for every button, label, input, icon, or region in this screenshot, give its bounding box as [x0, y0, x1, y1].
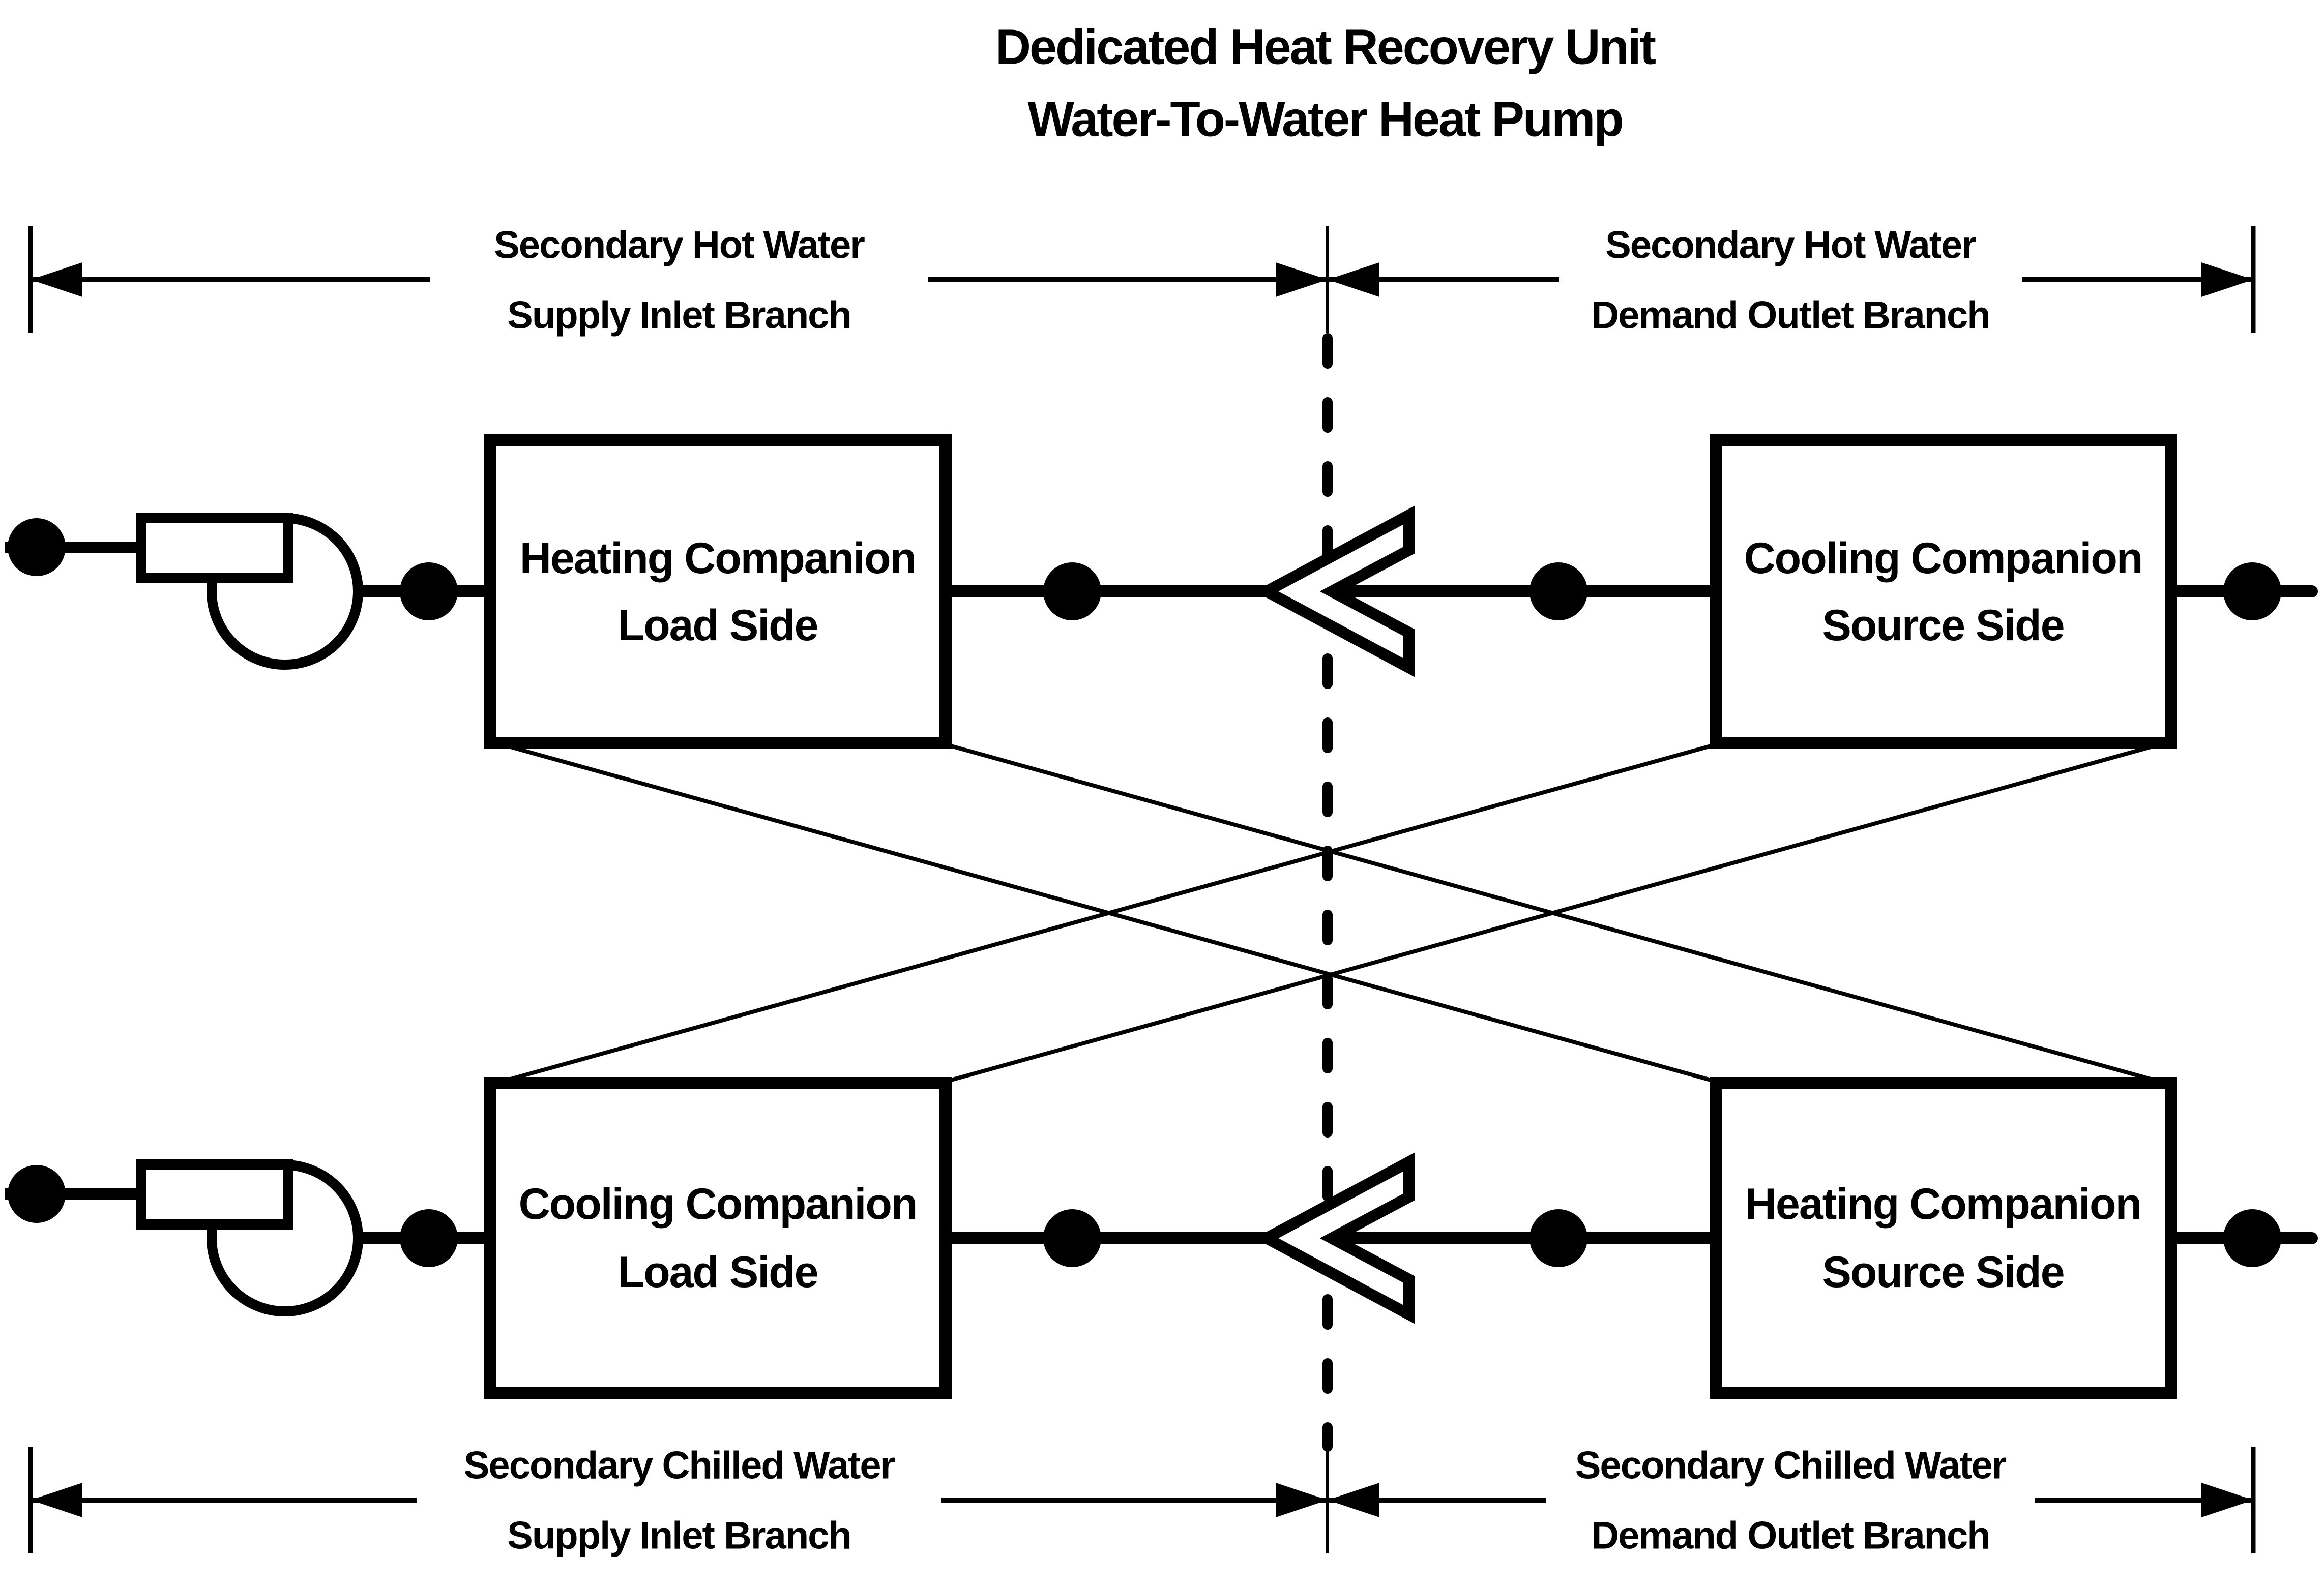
dimension-arrow-icon — [1276, 1483, 1328, 1517]
dimension-arrow-icon — [31, 1483, 82, 1517]
junction-dot-icon — [1043, 1209, 1101, 1267]
unit-box-cooling-source — [1710, 434, 2177, 749]
unit-box-heating-load — [484, 434, 952, 749]
cross-connection-lines — [495, 741, 2166, 1085]
unit-label-cooling-load-line2: Load Side — [618, 1248, 818, 1297]
diagram-title-line1: Dedicated Heat Recovery Unit — [995, 19, 1656, 75]
terminal-dot-icon — [8, 518, 66, 576]
cross-line-tr-bl-right — [939, 741, 2166, 1085]
branch-label-hot-supply-line2: Supply Inlet Branch — [507, 294, 851, 337]
branch-label-hot-supply-line1: Secondary Hot Water — [494, 224, 865, 267]
unit-box-cooling-load — [484, 1077, 952, 1399]
unit-label-cooling-source-line2: Source Side — [1822, 601, 2064, 650]
dimension-arrow-icon — [1328, 262, 1379, 297]
diagram-title-line2: Water-To-Water Heat Pump — [1027, 92, 1622, 147]
branch-label-hot-demand-line1: Secondary Hot Water — [1605, 224, 1976, 267]
pump-icon — [5, 1159, 363, 1316]
cross-line-tr-bl-left — [495, 741, 1723, 1085]
junction-dot-icon — [400, 562, 458, 620]
dimension-row-top: Secondary Hot Water Supply Inlet Branch … — [28, 224, 2256, 337]
junction-dots — [400, 562, 2281, 1267]
terminal-dot-icon — [2223, 562, 2281, 620]
dimension-arrow-icon — [2201, 1483, 2253, 1517]
unit-label-heating-source-line1: Heating Companion — [1745, 1180, 2141, 1229]
branch-label-chilled-demand-line2: Demand Outlet Branch — [1591, 1514, 1989, 1558]
dimension-arrow-icon — [31, 262, 82, 297]
unit-label-heating-load-line1: Heating Companion — [520, 534, 916, 583]
dimension-arrow-icon — [2201, 262, 2253, 297]
terminal-dot-icon — [2223, 1209, 2281, 1267]
branch-label-chilled-supply-line2: Supply Inlet Branch — [507, 1514, 851, 1558]
dimension-arrow-icon — [1328, 1483, 1379, 1517]
junction-dot-icon — [1529, 562, 1587, 620]
unit-label-heating-source-line2: Source Side — [1822, 1248, 2064, 1297]
branch-label-hot-demand-line2: Demand Outlet Branch — [1591, 294, 1989, 337]
junction-dot-icon — [1043, 562, 1101, 620]
dimension-arrow-icon — [1276, 262, 1328, 297]
unit-label-cooling-load-line1: Cooling Companion — [519, 1180, 917, 1229]
unit-label-heating-load-line2: Load Side — [618, 601, 818, 650]
junction-dot-icon — [1529, 1209, 1587, 1267]
dimension-row-bottom: Secondary Chilled Water Supply Inlet Bra… — [28, 1444, 2256, 1558]
junction-dot-icon — [400, 1209, 458, 1267]
pump-icon — [5, 513, 363, 670]
unit-box-heating-source — [1710, 1077, 2177, 1399]
terminal-dot-icon — [8, 1165, 66, 1223]
unit-label-cooling-source-line1: Cooling Companion — [1744, 534, 2142, 583]
branch-label-chilled-supply-line1: Secondary Chilled Water — [464, 1444, 895, 1487]
pump-body-rect — [136, 1159, 293, 1230]
branch-label-chilled-demand-line1: Secondary Chilled Water — [1575, 1444, 2007, 1487]
pump-body-rect — [136, 513, 293, 583]
